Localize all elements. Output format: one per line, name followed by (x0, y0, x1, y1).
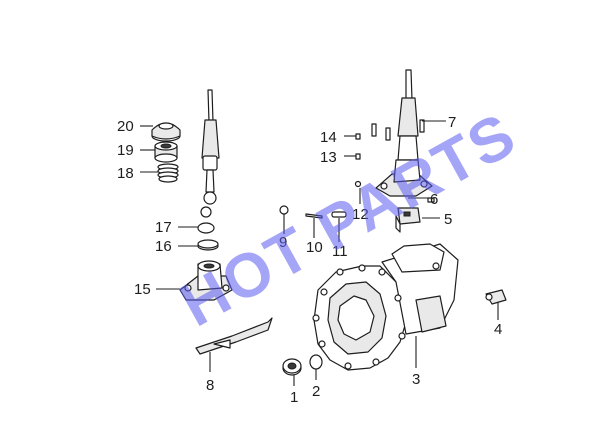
part-15-lever-housing (179, 260, 233, 301)
part-20-boot (151, 122, 181, 142)
callout-17: 17 (155, 219, 172, 236)
part-11-pin (331, 211, 347, 218)
callout-6: 6 (430, 191, 438, 208)
part-19-bushing (154, 141, 178, 163)
callout-1: 1 (290, 389, 298, 406)
part-2-washer (309, 354, 323, 370)
callout-7: 7 (448, 114, 456, 131)
part-6-tower-base (375, 159, 433, 197)
callout-12: 12 (352, 206, 369, 223)
callout-16: 16 (155, 238, 172, 255)
part-8-shift-rail (195, 317, 273, 355)
callout-9: 9 (279, 234, 287, 251)
callout-3: 3 (412, 371, 420, 388)
callout-13: 13 (320, 149, 337, 166)
callout-8: 8 (206, 377, 214, 394)
callout-14: 14 (320, 129, 337, 146)
part-3-transmission-case (312, 243, 459, 371)
callout-18: 18 (117, 165, 134, 182)
part-16-ring (197, 239, 219, 251)
callout-5: 5 (444, 211, 452, 228)
part-12-pin (354, 180, 362, 188)
part-13-pin (355, 153, 361, 160)
right-shift-lever (397, 69, 419, 161)
callout-19: 19 (117, 142, 134, 159)
leader-lines (140, 120, 499, 386)
part-10-pin (305, 213, 323, 219)
part-9-nut (279, 205, 289, 215)
callout-20: 20 (117, 118, 134, 135)
callout-15: 15 (134, 281, 151, 298)
part-17-washer (197, 222, 215, 234)
part-4-plug (485, 289, 507, 305)
left-shift-lever (200, 89, 220, 218)
callout-4: 4 (494, 321, 502, 338)
callout-2: 2 (312, 383, 320, 400)
part-14-pin (355, 133, 361, 140)
part-5-bracket (395, 207, 421, 233)
part-1-bearing (282, 358, 302, 376)
part-18-spring (157, 163, 179, 183)
part-7-bolts (371, 119, 435, 203)
callout-11: 11 (332, 243, 348, 260)
callout-10: 10 (306, 239, 323, 256)
